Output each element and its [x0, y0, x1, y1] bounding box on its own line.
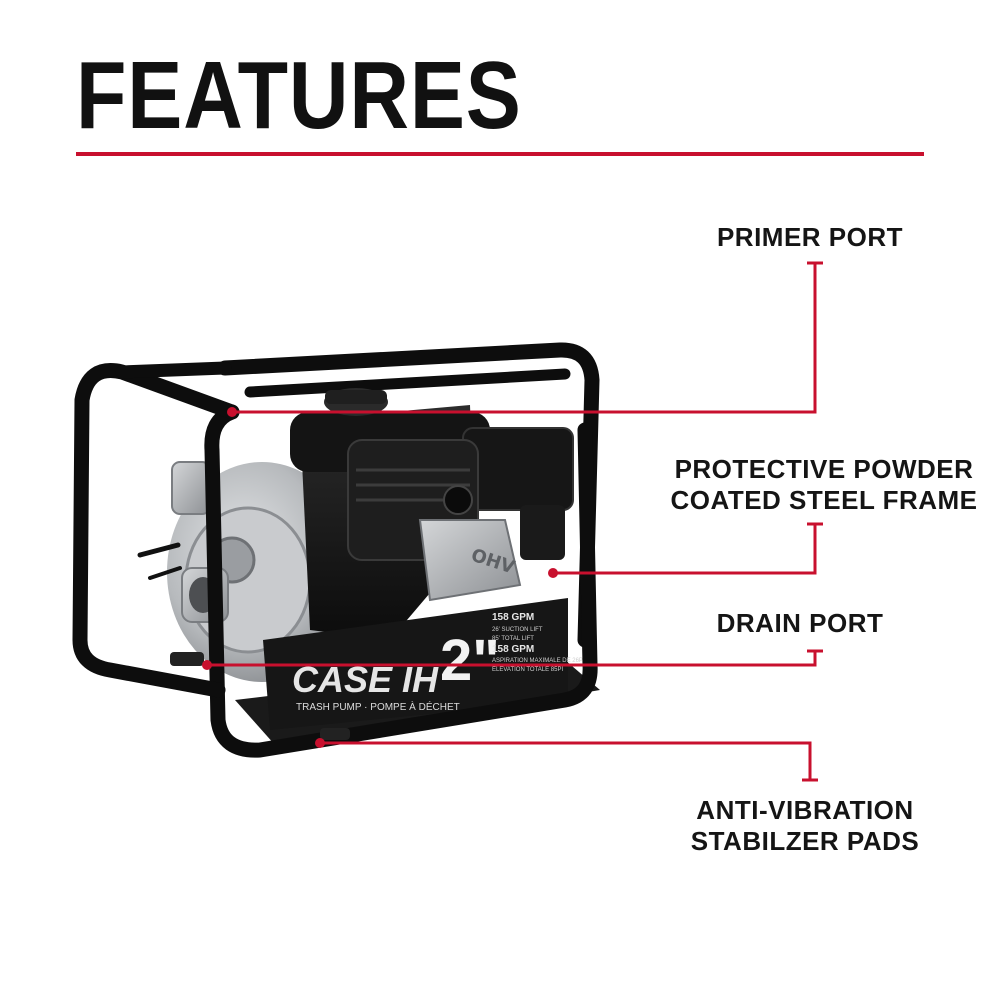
stabilizer-pads — [170, 652, 350, 740]
leader-primer-port — [232, 263, 817, 414]
callout-stabilizer-pads-line1: ANTI-VIBRATION — [696, 795, 914, 825]
spec-lift-fr: ÉLÉVATION TOTALE 85PI — [492, 666, 563, 673]
callout-primer-port-label: PRIMER PORT — [716, 222, 904, 252]
product-type: TRASH PUMP · POMPE À DÉCHET — [296, 700, 460, 713]
spec-lift: 85' TOTAL LIFT — [492, 636, 534, 642]
frame-back — [217, 342, 600, 648]
spec-gpm-fr: 158 GPM — [492, 644, 534, 655]
callout-steel-frame: PROTECTIVE POWDER COATED STEEL FRAME — [664, 454, 984, 516]
leader-stabilizer-pads — [320, 741, 812, 780]
callout-steel-frame-line1: PROTECTIVE POWDER — [674, 454, 974, 484]
frame-front — [72, 361, 598, 758]
spec-suction-fr: ASPIRATION MAXIMALE DE 26PI — [492, 658, 585, 664]
callout-drain-port-label: DRAIN PORT — [716, 608, 884, 638]
leader-steel-frame — [553, 524, 817, 575]
spec-gpm: 158 GPM — [492, 612, 534, 623]
callout-steel-frame-line2: COATED STEEL FRAME — [670, 485, 978, 515]
callout-stabilizer-pads: ANTI-VIBRATION STABILZER PADS — [680, 795, 930, 857]
callout-primer-port: PRIMER PORT — [700, 222, 920, 253]
callout-stabilizer-pads-line2: STABILZER PADS — [690, 826, 920, 856]
engine: OHV — [290, 388, 574, 640]
title-underline — [76, 152, 924, 156]
page-title: FEATURES — [76, 42, 522, 149]
callout-leaders — [207, 261, 823, 782]
callout-drain-port: DRAIN PORT — [700, 608, 900, 639]
callout-dots — [202, 407, 558, 748]
pump-size: 2" — [440, 628, 500, 693]
leader-drain-port — [207, 651, 817, 667]
spec-suction: 26' SUCTION LIFT — [492, 627, 543, 633]
